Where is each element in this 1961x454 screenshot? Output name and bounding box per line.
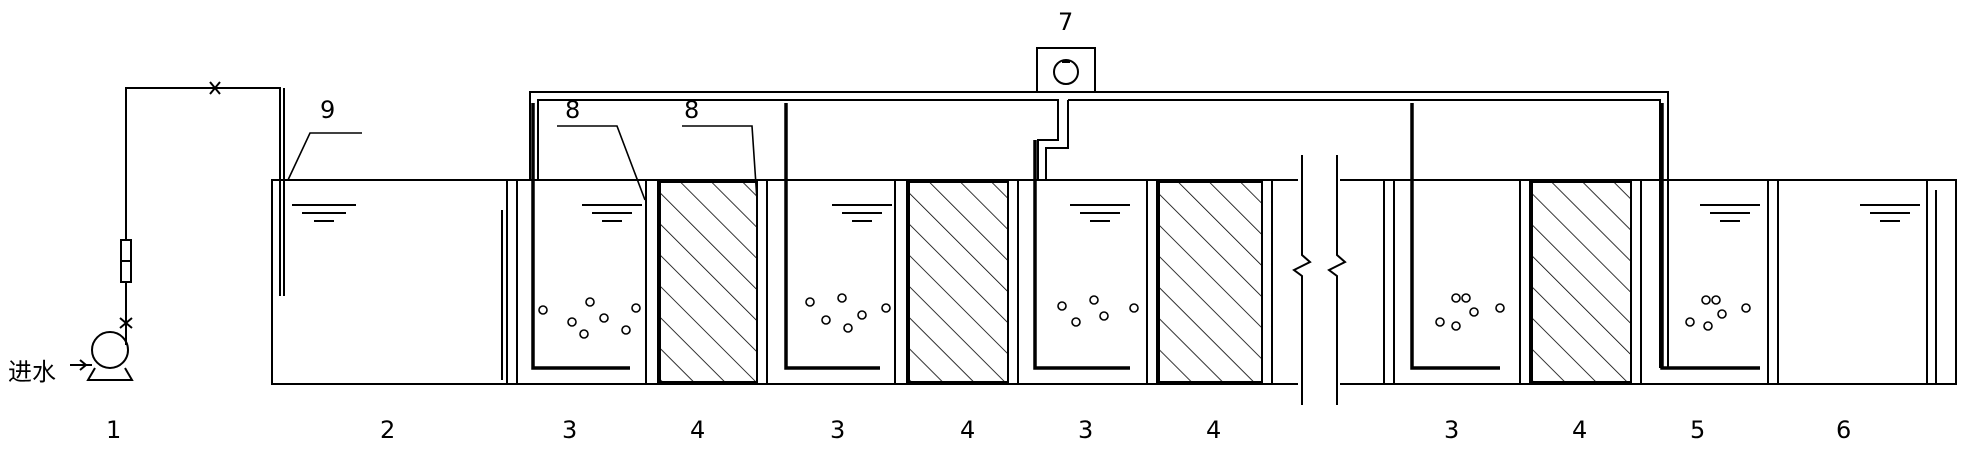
bottom-label: 6 — [1836, 416, 1851, 444]
tank-outline — [271, 179, 1957, 385]
bottom-label: 3 — [1444, 416, 1459, 444]
leader-lines — [287, 125, 758, 201]
label-pump: 1 — [106, 416, 121, 444]
bottom-label: 4 — [690, 416, 705, 444]
blower — [1036, 47, 1096, 93]
bottom-label: 4 — [1206, 416, 1221, 444]
inlet-piping — [119, 81, 285, 345]
inlet-label: 进水 — [8, 358, 56, 386]
bottom-label: 2 — [380, 416, 395, 444]
tank-break — [1292, 150, 1347, 410]
aeration-bubbles — [538, 293, 1751, 339]
bottom-label: 4 — [1572, 416, 1587, 444]
bottom-label: 4 — [960, 416, 975, 444]
bottom-label: 5 — [1690, 416, 1705, 444]
label-blower: 7 — [1058, 8, 1073, 36]
bottom-label: 3 — [1078, 416, 1093, 444]
bottom-label: 3 — [830, 416, 845, 444]
bottom-label: 3 — [562, 416, 577, 444]
label-pipe-a: 8 — [565, 96, 580, 124]
aeration-pipes — [531, 103, 1760, 370]
pump-icon — [70, 331, 134, 381]
water-level-symbols — [292, 204, 1920, 222]
label-inlet-pipe: 9 — [320, 96, 335, 124]
bottom-labels: 2 3 4 3 4 3 4 3 4 5 6 — [380, 416, 1851, 444]
label-pipe-b: 8 — [684, 96, 699, 124]
media-beds — [659, 181, 1632, 383]
